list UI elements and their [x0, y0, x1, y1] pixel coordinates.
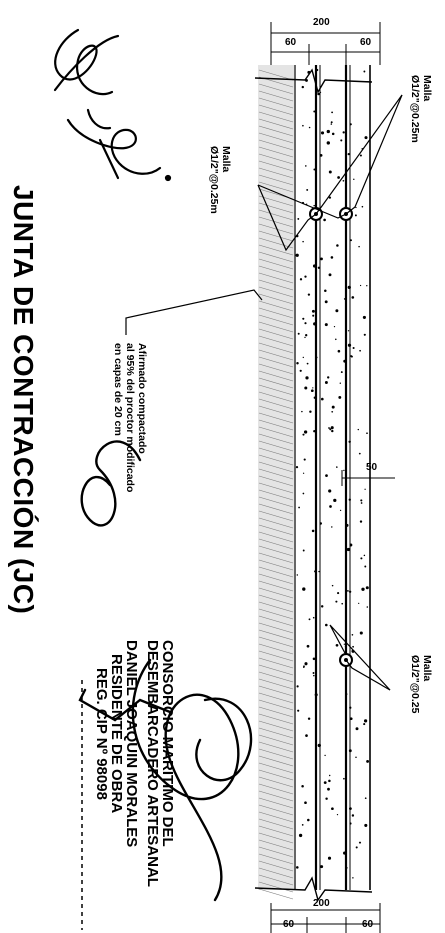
stamp-line-reg: REG. CIP Nº 98098	[93, 668, 110, 800]
stamp-line-company: CONSORCIO MARITIMO DEL	[159, 640, 176, 847]
rebar-label-bottom: Malla Ø1/2"@0.25	[409, 655, 433, 714]
dim-bottom-left: 60	[283, 919, 295, 930]
leader-lines	[125, 94, 403, 691]
top-dimension-lines	[270, 22, 381, 65]
break-line	[254, 68, 373, 902]
dim-bottom-right: 60	[362, 919, 374, 930]
stamp-line-name: DANIEL JOAQUIN MORALES	[123, 640, 140, 848]
drawing-title: JUNTA DE CONTRACCIÓN (JC)	[8, 185, 39, 615]
dim-top-total: 200	[313, 17, 330, 28]
dim-top-left: 60	[285, 37, 297, 48]
rebar-label-top-right: Malla Ø1/2"@0.25m	[409, 75, 433, 143]
fill-note: Afirmado compactado al 95% del proctor m…	[112, 343, 148, 493]
dim-top-right: 60	[360, 37, 372, 48]
bottom-dimension-lines	[270, 903, 381, 933]
engineer-stamp: CONSORCIO MARITIMO DEL DESEMBARCADERO AR…	[93, 640, 176, 887]
soil-layer	[258, 65, 294, 900]
stamp-line-role: RESIDENTE DE OBRA	[108, 654, 125, 814]
signature-mark	[53, 28, 172, 182]
rebar-label-top-left: Malla Ø1/2"@0.25m	[208, 146, 232, 214]
stamp-line-project: DESEMBARCADERO ARTESANAL	[144, 640, 161, 887]
dim-joint: 50	[366, 462, 378, 473]
dim-bottom-total: 200	[313, 898, 330, 909]
joint-dimension-line	[341, 470, 395, 486]
